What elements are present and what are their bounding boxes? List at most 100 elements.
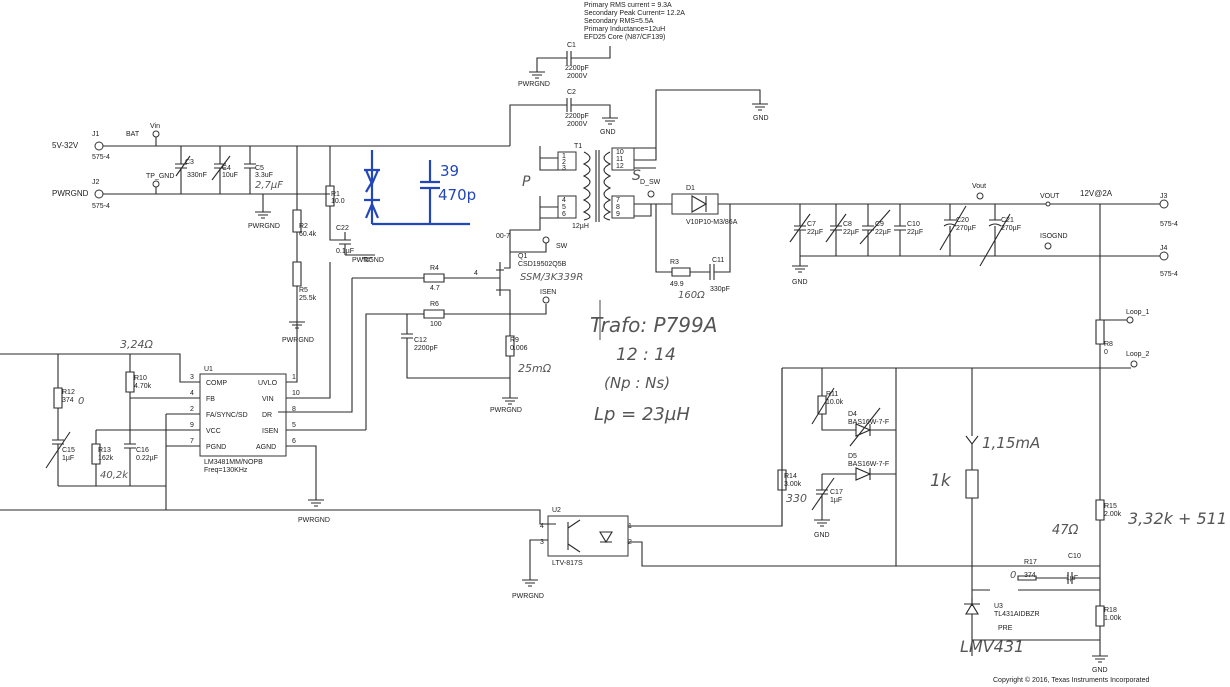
capacitor-c22 <box>339 232 351 255</box>
t1-primary-winding <box>582 151 591 221</box>
output-capacitors: C7 22µF C8 22µF C9 22µF C10 22µF C20 270… <box>789 204 1021 267</box>
j1-ref: J1 <box>92 131 100 138</box>
u1-pin-num: 3 <box>190 374 194 381</box>
capacitor-c17 <box>816 474 828 520</box>
net-loop1: Loop_1 <box>1126 309 1149 316</box>
junction <box>1045 201 1051 207</box>
c20-ref: C20 <box>956 217 969 224</box>
capacitor-c8 <box>830 204 842 256</box>
capacitor-c4 <box>214 146 226 194</box>
u1-pin-num: 9 <box>190 422 194 429</box>
input-capacitors: C3 330nF C4 10uF C5 3.3uF 2,7µF <box>175 146 283 194</box>
note-line: Primary RMS current = 9.3A <box>584 2 672 9</box>
u1-pin-label: COMP <box>206 380 227 387</box>
q1-ref: Q1 <box>518 253 527 260</box>
c21-ref: C21 <box>1001 217 1014 224</box>
testpoint-isognd <box>1044 242 1052 250</box>
t1-pin: 9 <box>616 211 620 218</box>
diode-d1-symbol <box>691 195 708 213</box>
u1-pin-label: DR <box>262 412 272 419</box>
t1-pin: 4 <box>562 197 566 204</box>
ratio-subnote: (Np : Ns) <box>604 374 670 392</box>
secondary-shield-wire <box>634 89 761 169</box>
c2-value: 2200pF <box>565 113 589 120</box>
net-vout: Vout <box>972 183 986 190</box>
note-line: Secondary Peak Current= 12.2A <box>584 10 685 17</box>
c7-ref: C7 <box>807 221 816 228</box>
mosfet-q1: Q1 CSD19502Q5B SSM/3K339R 4 <box>474 252 583 300</box>
capacitor-c1 <box>536 46 611 72</box>
input-connector-j2: J2 575-4 PWRGND <box>52 179 110 210</box>
input-connector-j1: J1 575-4 5V-32V <box>52 131 110 161</box>
t1-pin: 12 <box>616 163 624 170</box>
capacitor-c12 <box>401 314 510 379</box>
u2-body <box>547 515 629 557</box>
r3-value: 49.9 <box>670 281 684 288</box>
strike-c9 <box>859 209 891 245</box>
r15-handwritten: 3,32k + 511 <box>1128 509 1227 528</box>
u3-handwritten: LMV431 <box>960 637 1024 656</box>
ground-symbol <box>308 499 324 507</box>
d1-part: V10P10-M3/86A <box>686 219 738 226</box>
net-sw: SW <box>556 243 568 250</box>
r12-value: 374 <box>62 397 74 404</box>
net-gnd: GND <box>814 532 830 539</box>
j2-part: 575-4 <box>92 203 110 210</box>
r13-ref: R13 <box>98 447 111 454</box>
strike-c21 <box>979 213 1011 267</box>
net-isen: ISEN <box>540 289 556 296</box>
r14-value: 3.00k <box>784 481 802 488</box>
c1-rating: 2000V <box>567 73 588 80</box>
testpoint-sw <box>542 236 550 244</box>
pin-label: 3 <box>540 539 544 546</box>
capacitor-c21 <box>988 204 1002 256</box>
r13-value: 162k <box>98 455 114 462</box>
note-line: Secondary RMS=5.5A <box>584 18 654 25</box>
bias-current-note: 1,15mA <box>982 434 1040 452</box>
primary-wires <box>509 146 558 252</box>
wire <box>316 509 556 525</box>
ground-symbol <box>752 103 768 111</box>
net-vout-caps: VOUT <box>1040 193 1060 200</box>
t1-pin: 8 <box>616 204 620 211</box>
t1-pin: 2 <box>562 159 566 166</box>
t1-pinbox-secondary-bottom <box>611 195 635 219</box>
r6-ref: R6 <box>430 301 439 308</box>
strike-c17 <box>811 477 835 511</box>
c5-handwritten: 2,7µF <box>255 180 283 191</box>
c22-ref: C22 <box>336 225 349 232</box>
c2-ref: C2 <box>567 89 576 96</box>
snubber-diodes <box>364 150 380 224</box>
wire <box>529 539 548 580</box>
testpoint-isen <box>542 296 550 304</box>
net-gnd: GND <box>792 279 808 286</box>
u1-pin-label: AGND <box>256 444 276 451</box>
c10-ref: C10 <box>907 221 920 228</box>
u1-left-wires <box>0 353 200 510</box>
note-line: EFD25 Core (N87/CF139) <box>584 34 665 41</box>
t1-pin: 1 <box>562 153 566 160</box>
bias-resistor-note: 1k <box>930 471 952 491</box>
ground-symbol <box>602 117 618 125</box>
u1-part: LM3481MM/NOPB <box>204 459 263 466</box>
c16-ref: C16 <box>136 447 149 454</box>
design-notes: Primary RMS current = 9.3A Secondary Pea… <box>584 2 685 41</box>
u1-pin-label: VIN <box>262 396 274 403</box>
r10-value: 4.70k <box>134 383 152 390</box>
u3-symbol <box>964 598 980 656</box>
r8-ref: R8 <box>1104 341 1113 348</box>
terminal-j4 <box>1159 251 1169 261</box>
r8-value: 0 <box>1104 349 1108 356</box>
u1-ref: U1 <box>204 366 213 373</box>
wire <box>510 243 547 253</box>
c12-ref: C12 <box>414 337 427 344</box>
net-vin: Vin <box>150 123 160 130</box>
pin-label: 00-7 <box>496 233 510 240</box>
r11-value: 10.0k <box>826 399 844 406</box>
strike-c4 <box>211 155 231 181</box>
r4-ref: R4 <box>430 265 439 272</box>
t1-pin: 11 <box>616 156 623 163</box>
u2-phototransistor <box>567 519 581 553</box>
r6-value: 100 <box>430 321 442 328</box>
